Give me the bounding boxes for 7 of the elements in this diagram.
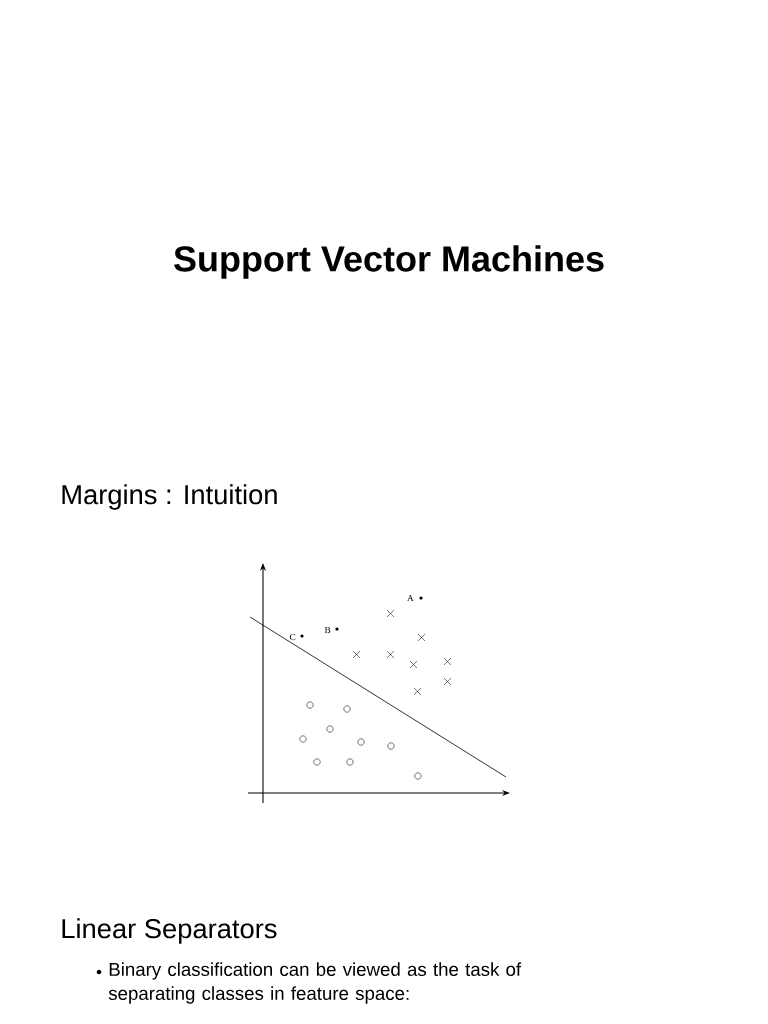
point-label: B <box>324 626 331 634</box>
heading: Linear Separators <box>62 918 277 944</box>
heading: Margins : Intuition <box>62 484 277 510</box>
title: Support Vector Machines <box>174 245 604 279</box>
bullet-text: Binary classification can be viewed as the task of separating classes in feature space: <box>108 962 522 1004</box>
point-label: A <box>407 594 414 602</box>
point-label: C <box>289 633 296 641</box>
